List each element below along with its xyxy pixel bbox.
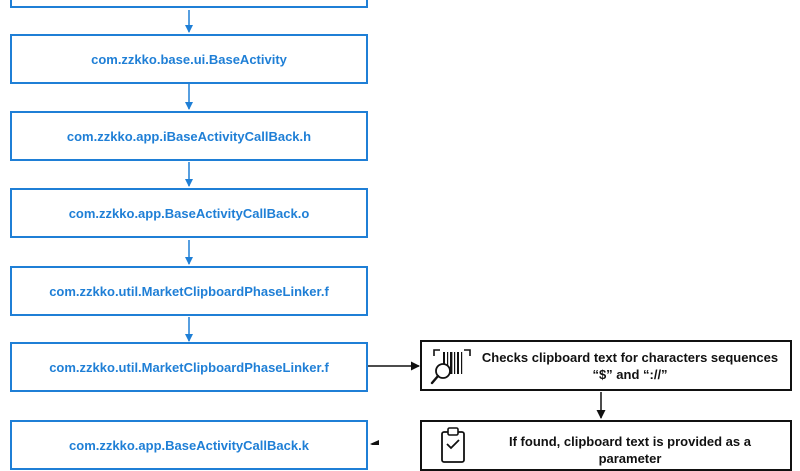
flow-step-6-label: com.zzkko.app.BaseActivityCallBack.k [69, 437, 309, 453]
flow-step-3-label: com.zzkko.app.BaseActivityCallBack.o [68, 205, 310, 221]
check-clipboard-box: Checks clipboard text for characters seq… [420, 340, 792, 391]
flow-step-3: com.zzkko.app.BaseActivityCallBack.o [10, 188, 368, 238]
flow-step-2-label: com.zzkko.app.iBaseActivityCallBack.h [66, 128, 312, 144]
flow-step-6: com.zzkko.app.BaseActivityCallBack.k [10, 420, 368, 470]
clipboard-check-icon [441, 427, 465, 463]
flow-step-5-label: com.zzkko.util.MarketClipboardPhaseLinke… [49, 359, 329, 375]
check-clipboard-text: Checks clipboard text for characters seq… [481, 349, 779, 382]
flow-connectors [185, 10, 606, 445]
flow-step-partial-top [10, 0, 368, 8]
found-clipboard-box: If found, clipboard text is provided as … [420, 420, 792, 471]
barcode-search-icon [430, 348, 471, 384]
flow-step-1: com.zzkko.base.ui.BaseActivity [10, 34, 368, 84]
flow-step-5: com.zzkko.util.MarketClipboardPhaseLinke… [10, 342, 368, 392]
flow-step-1-label: com.zzkko.base.ui.BaseActivity [91, 51, 287, 67]
flow-step-2: com.zzkko.app.iBaseActivityCallBack.h [10, 111, 368, 161]
connector-found-to-step6-arrowhead [370, 440, 379, 445]
flow-step-4: com.zzkko.util.MarketClipboardPhaseLinke… [10, 266, 368, 316]
flow-step-4-label: com.zzkko.util.MarketClipboardPhaseLinke… [49, 283, 329, 299]
found-clipboard-text: If found, clipboard text is provided as … [509, 434, 751, 466]
